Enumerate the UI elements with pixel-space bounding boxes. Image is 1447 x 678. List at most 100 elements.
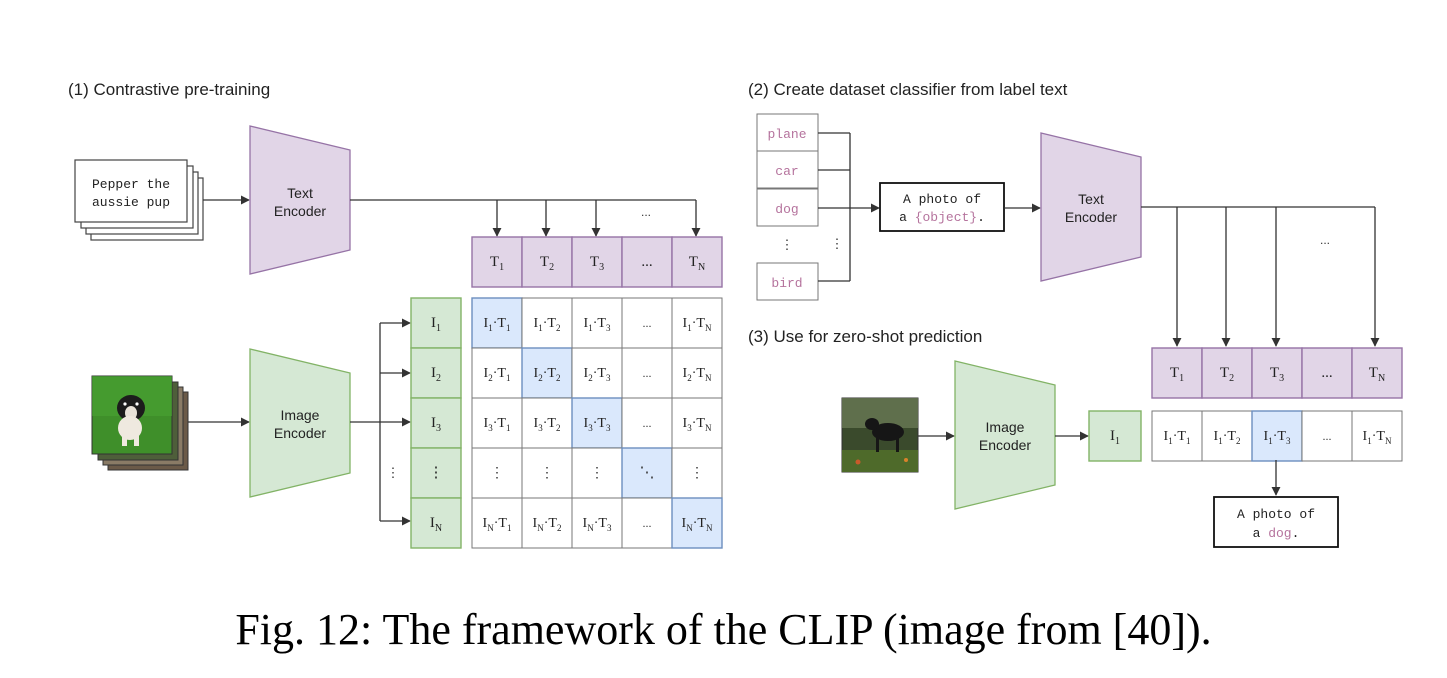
image-arrows-dots: ⋮ — [387, 465, 400, 480]
zs-text-token-3: T3 — [1270, 365, 1284, 384]
section1-title: (1) Contrastive pre-training — [68, 80, 270, 99]
matrix-cell-2-4-text: ... — [643, 366, 652, 380]
matrix-cell-3-5-text-t-sub: N — [705, 423, 712, 433]
text-token-1-base: T — [490, 254, 499, 270]
matrix-cell-2-2-text: I2·T2 — [534, 366, 561, 383]
matrix-cell-3-2-text-i-sub: 3 — [538, 423, 543, 433]
label-cell — [756, 113, 819, 152]
matrix-cell-2-1-text-dot: ·T — [493, 366, 507, 381]
matrix-cell-2-1-text-t-sub: 1 — [506, 373, 511, 383]
prompt-template-box: A photo of a {object}. — [879, 182, 1005, 232]
text-arrows-ellipsis-2: ... — [1320, 233, 1330, 247]
matrix-cell-2-3-text-i: I — [584, 366, 589, 381]
text-token-2-base: T — [540, 254, 549, 270]
prediction-result-box: A photo of a dog. — [1213, 496, 1339, 548]
label-3: dog — [775, 202, 798, 217]
text-token-5-sub: N — [698, 262, 705, 273]
zs-product-5-i-sub: 1 — [1367, 436, 1372, 446]
matrix-cell-3-3-text: I3·T3 — [584, 416, 611, 433]
image-token-3-sub: 3 — [436, 423, 441, 434]
matrix-cell-2-1-text-i: I — [484, 366, 489, 381]
matrix-cell-1-2-text-i-sub: 1 — [538, 323, 543, 333]
label-cell — [756, 188, 819, 227]
matrix-cell-3-3-text-i-sub: 3 — [588, 423, 593, 433]
zs-image-token: I1 — [1110, 428, 1120, 447]
matrix-cell-5-1-text-i: I — [483, 516, 488, 531]
text-encoder-2-label-2: Encoder — [1065, 209, 1117, 225]
label-list-dots-right: ⋮ — [831, 236, 844, 251]
prompt-template-suffix: . — [977, 210, 985, 225]
zs-product-5-dot: ·T — [1372, 429, 1386, 444]
matrix-cell — [521, 497, 573, 549]
image-token-2-sub: 2 — [436, 373, 441, 384]
image-encoder-1-label-1: Image — [281, 407, 320, 423]
matrix-cell — [571, 297, 623, 349]
matrix-cell-1-3-text-t-sub: 3 — [606, 323, 611, 333]
image-token-5-base: I — [430, 515, 435, 531]
matrix-cell-1-5-text-dot: ·T — [692, 316, 706, 331]
matrix-cell — [521, 447, 573, 499]
matrix-cell-1-2-text-t-sub: 2 — [556, 323, 561, 333]
prompt-template-line-1: A photo of — [903, 192, 981, 207]
matrix-cell-2-1-text-i-sub: 2 — [488, 373, 493, 383]
matrix-cell-1-5-text-i: I — [683, 316, 688, 331]
zs-text-token-1-sub: 1 — [1179, 373, 1184, 384]
zs-text-token-1: T1 — [1170, 365, 1184, 384]
zs-product-3-i-sub: 1 — [1268, 436, 1273, 446]
image-encoder-1: Image Encoder — [249, 348, 351, 498]
text-token-4: ... — [641, 254, 652, 270]
matrix-cell-5-2-text-i: I — [533, 516, 538, 531]
matrix-cell — [471, 497, 523, 549]
image-token-2-base: I — [431, 365, 436, 381]
section3-title: (3) Use for zero-shot prediction — [748, 327, 982, 346]
matrix-cell-5-1-text-t-sub: 1 — [507, 523, 512, 533]
matrix-cell-3-1-text-dot: ·T — [493, 416, 507, 431]
matrix-cell-5-2-text-dot: ·T — [544, 516, 558, 531]
text-token-cell — [521, 236, 573, 288]
zs-product-2-dot: ·T — [1223, 429, 1237, 444]
image-encoder-1-label-2: Encoder — [274, 425, 326, 441]
zs-product-ellipsis: ... — [1323, 429, 1332, 443]
matrix-cell-3-1-text-t-sub: 1 — [506, 423, 511, 433]
matrix-cell-3-1-text-i: I — [484, 416, 489, 431]
matrix-cell-2-1-text: I2·T1 — [484, 366, 511, 383]
zs-product-5: I1·TN — [1363, 429, 1392, 446]
zs-product-3-i: I — [1264, 429, 1269, 444]
zs-product-1-i: I — [1164, 429, 1169, 444]
zs-text-token-5: TN — [1369, 365, 1385, 384]
image-token-1: I1 — [431, 315, 441, 334]
zs-product-cell-selected — [1251, 410, 1303, 462]
image-token-cell — [410, 297, 462, 349]
zs-product-3-dot: ·T — [1273, 429, 1287, 444]
matrix-cell-1-3-text-i: I — [584, 316, 589, 331]
matrix-cell-5-5-text-dot: ·T — [693, 516, 707, 531]
matrix-cell-1-5-text: I1·TN — [683, 316, 712, 333]
matrix-cell-4-2-text: ⋮ — [540, 466, 554, 481]
matrix-cell — [671, 447, 723, 499]
matrix-cell-2-2-text-t-sub: 2 — [556, 373, 561, 383]
matrix-cell-5-3-text-i-sub: N — [587, 523, 594, 533]
matrix-cell-2-5-text: I2·TN — [683, 366, 712, 383]
matrix-cell-2-5-text-dot: ·T — [692, 366, 706, 381]
text-token-3-sub: 3 — [599, 262, 604, 273]
text-token-2: T2 — [540, 254, 554, 273]
matrix-cell-2-2-text-i-sub: 2 — [538, 373, 543, 383]
text-token-5: TN — [689, 254, 705, 273]
matrix-cell-1-3-text: I1·T3 — [584, 316, 611, 333]
zs-text-token-4: ... — [1321, 365, 1332, 381]
matrix-cell-5-1-text-i-sub: N — [487, 523, 494, 533]
label-5: bird — [771, 276, 802, 291]
matrix-cell-3-3-text-i: I — [584, 416, 589, 431]
matrix-cell-3-2-text-dot: ·T — [543, 416, 557, 431]
image-token-cell — [410, 397, 462, 449]
image-token-5: IN — [430, 515, 442, 534]
matrix-cell-4-5-text: ⋮ — [690, 466, 704, 481]
text-input-line-1: Pepper the — [92, 177, 170, 192]
zs-text-token-cell — [1151, 347, 1203, 399]
prompt-template-object: {object} — [915, 210, 977, 225]
matrix-cell — [671, 347, 723, 399]
text-encoder-1: Text Encoder — [249, 125, 351, 275]
matrix-cell-4-1-text: ⋮ — [490, 466, 504, 481]
image-encoder-2-label-1: Image — [986, 419, 1025, 435]
